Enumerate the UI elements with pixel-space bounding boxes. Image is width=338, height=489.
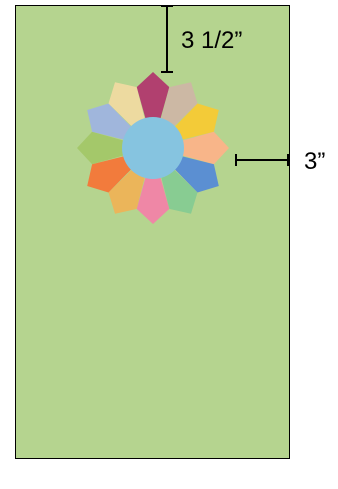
top-measurement-label: 3 1/2”: [181, 27, 242, 54]
right-measurement-label: 3”: [304, 148, 325, 175]
plate-center-circle: [122, 117, 184, 179]
